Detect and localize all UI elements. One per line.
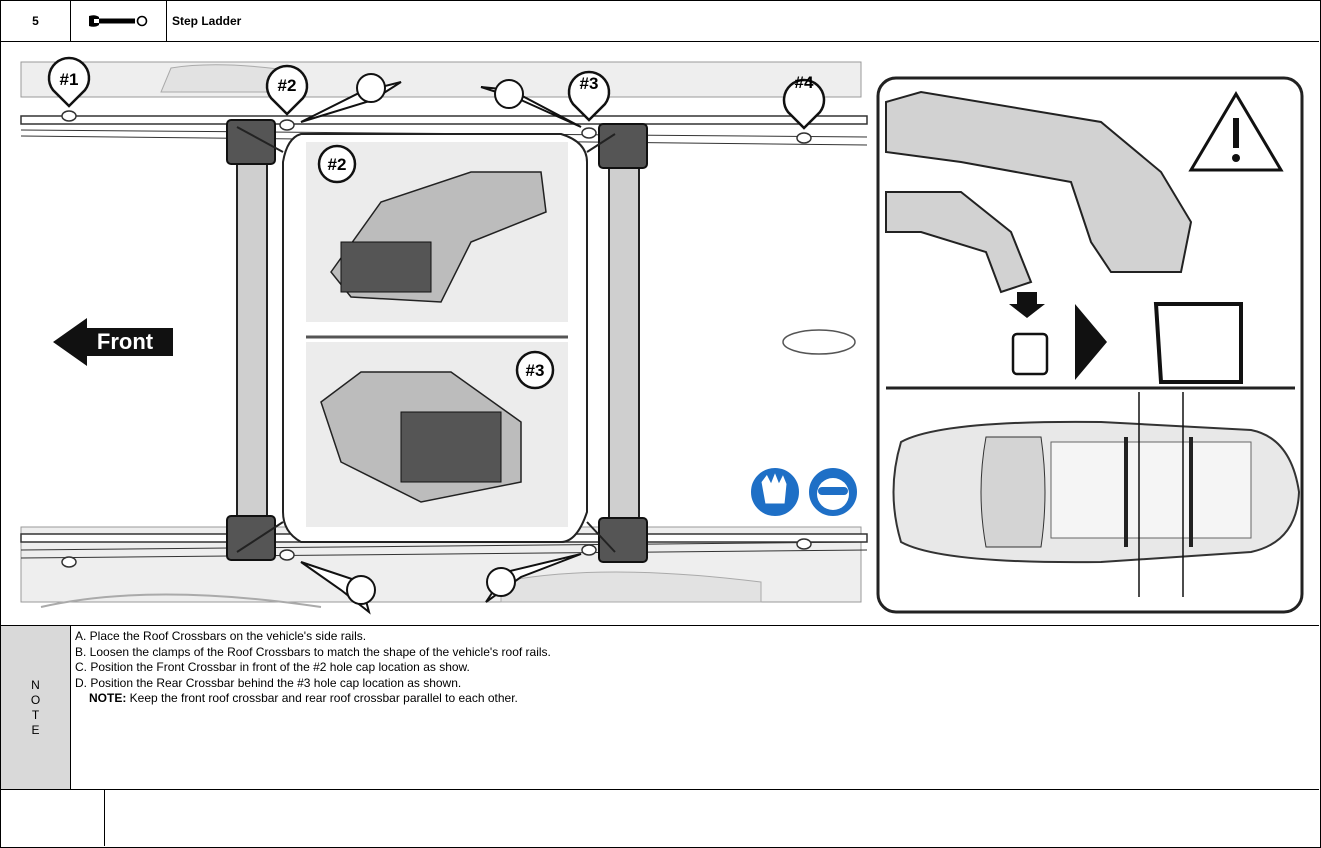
note-callout: NOTE: Keep the front roof crossbar and r… xyxy=(75,691,551,707)
instruction-line: D. Position the Rear Crossbar behind the… xyxy=(75,675,462,690)
detail-label-2: #2 xyxy=(328,155,347,174)
note-label: N O T E xyxy=(1,626,71,789)
hole-label-1: #1 xyxy=(60,70,79,89)
safety-glasses-icon xyxy=(807,466,859,518)
footer-row xyxy=(1,790,1319,846)
hole-caps xyxy=(61,110,812,568)
note-callout-text: Keep the front roof crossbar and rear ro… xyxy=(126,691,518,705)
front-label: Front xyxy=(97,329,154,354)
hole-label-pins xyxy=(47,56,826,130)
wrench-icon xyxy=(88,15,147,27)
instruction-line: A. Place the Roof Crossbars on the vehic… xyxy=(75,629,367,643)
note-section: N O T E A. Place the Roof Crossbars on t… xyxy=(1,626,1319,790)
note-letter: E xyxy=(31,722,40,737)
hole-label-4: #4 xyxy=(795,73,814,92)
instruction-line: B. Loosen the clamps of the Roof Crossba… xyxy=(75,644,551,659)
note-letter: T xyxy=(31,707,40,722)
roof-diagram: #1 #2 #3 #4 #2 #3 Front xyxy=(20,56,1304,615)
step-header: 5 Step Ladder xyxy=(1,1,1319,42)
tool-cell xyxy=(71,1,167,41)
warning-triangle-icon xyxy=(1188,91,1284,172)
note-letter: N xyxy=(31,677,40,692)
gloves-icon xyxy=(749,466,801,518)
tool-name: Step Ladder xyxy=(172,14,242,28)
front-direction-arrow: Front xyxy=(53,318,173,366)
footer-divider xyxy=(104,790,105,846)
detail-label-3: #3 xyxy=(526,361,545,380)
hole-label-3: #3 xyxy=(580,74,599,93)
note-callout-label: NOTE: xyxy=(89,691,127,705)
front-crossbar xyxy=(226,119,276,561)
installation-illustration: #1 #2 #3 #4 #2 #3 Front xyxy=(1,42,1319,626)
step-number: 5 xyxy=(1,1,71,41)
rear-crossbar xyxy=(598,123,648,563)
instruction-line: C. Position the Front Crossbar in front … xyxy=(75,660,470,674)
note-instructions: A. Place the Roof Crossbars on the vehic… xyxy=(75,629,551,707)
hole-label-2: #2 xyxy=(278,76,297,95)
direction-arrows xyxy=(300,73,582,615)
note-letter: O xyxy=(30,692,41,707)
